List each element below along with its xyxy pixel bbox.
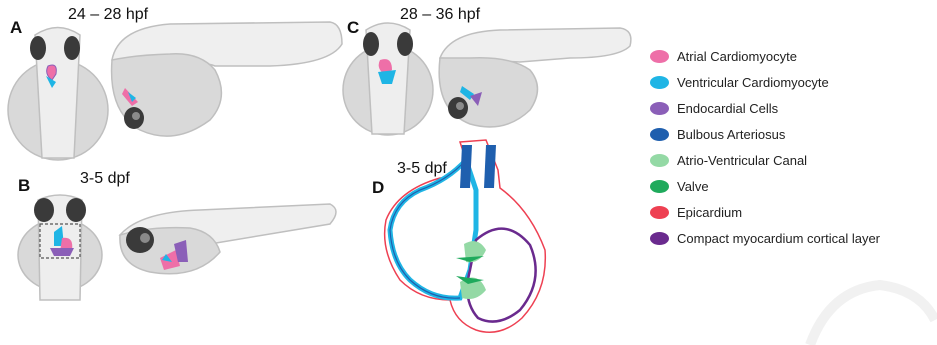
legend-swatch (650, 180, 669, 193)
legend-item: Bulbous Arteriosus (650, 125, 785, 143)
panel-b-dorsal-embryo (18, 195, 102, 300)
legend-swatch (650, 232, 669, 245)
legend-label: Bulbous Arteriosus (677, 127, 785, 142)
legend-swatch (650, 206, 669, 219)
legend-label: Ventricular Cardiomyocyte (677, 75, 829, 90)
legend-item: Atrial Cardiomyocyte (650, 47, 797, 65)
panel-c-dorsal-embryo (343, 23, 433, 135)
legend-swatch (650, 50, 669, 63)
legend-swatch (650, 102, 669, 115)
legend-item: Ventricular Cardiomyocyte (650, 73, 829, 91)
legend-swatch (650, 76, 669, 89)
panel-b-lateral-embryo (120, 204, 336, 274)
legend-item: Epicardium (650, 203, 742, 221)
panel-a-lateral-embryo (112, 22, 342, 136)
legend-item: Valve (650, 177, 709, 195)
legend-label: Atrio-Ventricular Canal (677, 153, 807, 168)
panel-a-dorsal-embryo (8, 28, 108, 161)
legend-label: Atrial Cardiomyocyte (677, 49, 797, 64)
legend-swatch (650, 154, 669, 167)
legend-label: Epicardium (677, 205, 742, 220)
panel-d-heart-diagram (385, 140, 546, 332)
legend-item: Endocardial Cells (650, 99, 778, 117)
legend-label: Compact myocardium cortical layer (677, 231, 880, 246)
legend-swatch (650, 128, 669, 141)
legend-item: Atrio-Ventricular Canal (650, 151, 807, 169)
legend-label: Endocardial Cells (677, 101, 778, 116)
panel-c-lateral-embryo (439, 28, 631, 127)
legend-item: Compact myocardium cortical layer (650, 229, 880, 247)
legend-label: Valve (677, 179, 709, 194)
